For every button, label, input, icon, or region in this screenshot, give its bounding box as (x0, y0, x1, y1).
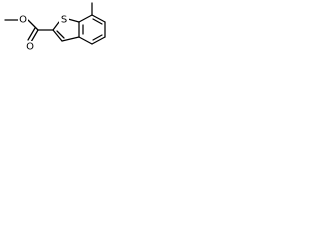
bond-s-c2 (52, 21, 60, 31)
chemical-structure-diagram: S O O (4, 2, 106, 53)
structure-canvas: S O O (0, 0, 117, 67)
carbonyl-oxygen-atom-label: O (26, 42, 34, 53)
bond-carbonyl-ester-o (27, 19, 39, 31)
ester-oxygen-atom-label: O (19, 15, 27, 26)
double-bond-c7-c6-inner (92, 18, 103, 25)
bond-c3-c3a (61, 36, 80, 42)
bond-c7a-s (67, 18, 80, 23)
double-bond-c5-c4-inner (92, 34, 103, 41)
bond-c7-c6 (91, 14, 106, 23)
sulfur-label-background (59, 14, 69, 26)
bond-c2-c3 (52, 29, 63, 42)
bond-c5-c4 (91, 36, 106, 45)
bond-carbonyl-o (30, 29, 39, 43)
double-bond-c2-c3-inner (56, 30, 65, 39)
carbonyl-oxygen-label-background (25, 41, 35, 53)
ester-oxygen-label-background (18, 14, 28, 26)
sulfur-atom-label: S (61, 15, 67, 26)
bond-c4-c3a (78, 36, 93, 45)
bond-c7a-c7 (78, 14, 93, 23)
double-bond-carbonyl-o (27, 27, 36, 41)
